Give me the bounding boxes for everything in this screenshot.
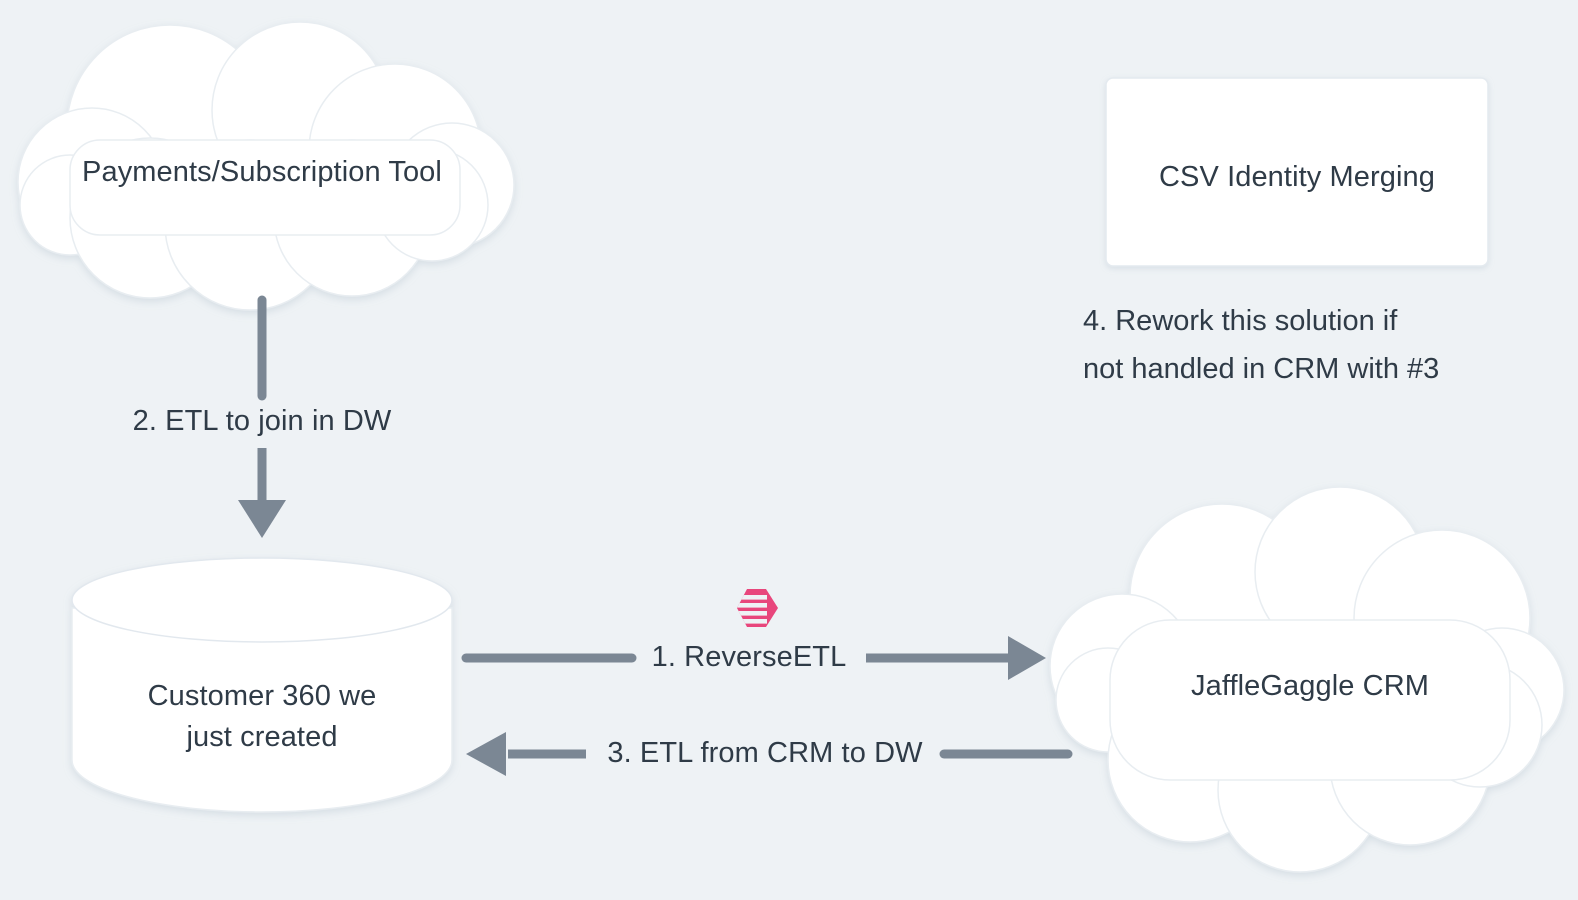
hightouch-logo-icon	[737, 589, 778, 627]
edge-label-etl-join[interactable]: 2. ETL to join in DW	[132, 405, 392, 437]
node-payments-cloud[interactable]	[17, 21, 515, 311]
edge-reverse-etl[interactable]	[461, 636, 1046, 680]
node-csv-box[interactable]	[1105, 77, 1489, 267]
edge-etl-join[interactable]	[238, 295, 286, 538]
node-warehouse-cylinder[interactable]	[71, 557, 453, 813]
note-rework: 4. Rework this solution if not handled i…	[1083, 305, 1440, 385]
edge-etl-from-crm[interactable]	[466, 732, 1073, 776]
edge-label-etl-from-crm[interactable]: 3. ETL from CRM to DW	[607, 737, 923, 769]
node-crm-cloud[interactable]	[1049, 486, 1565, 873]
edge-label-reverse-etl[interactable]: 1. ReverseETL	[651, 641, 847, 673]
